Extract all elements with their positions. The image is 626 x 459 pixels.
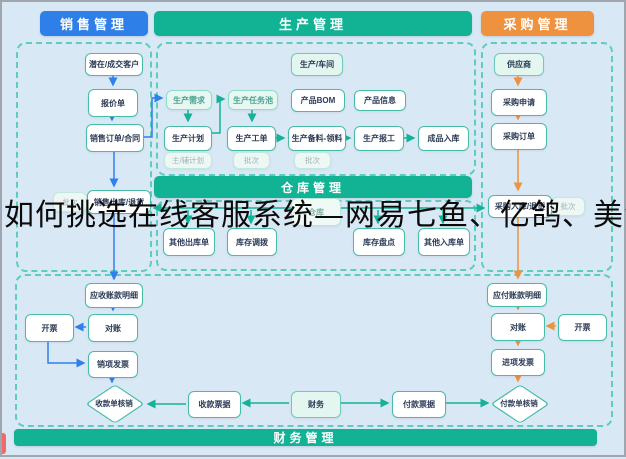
node-production-plan: 生产计划	[164, 126, 212, 151]
node-ar-invoicing: 开票	[25, 314, 74, 342]
purchase-section-container	[481, 42, 613, 272]
node-sales-batch: 批次	[53, 192, 87, 212]
production-section-header: 生产管理	[154, 11, 472, 36]
purchase-section-header: 采购管理	[481, 11, 594, 36]
sales-section-container	[16, 42, 152, 272]
node-lead-customer: 潜在/成交客户	[85, 53, 143, 76]
node-receipt-writeoff: 收款单核销	[85, 384, 145, 424]
node-purchase-inbound: 采购入库/退货	[488, 195, 552, 218]
node-workshop: 生产/车间	[291, 53, 343, 76]
node-quotation: 报价单	[88, 89, 138, 117]
node-material-picking: 生产备料-领料	[288, 126, 346, 151]
node-ar-reconciliation: 对账	[88, 314, 138, 342]
warehouse-section-header: 仓库管理	[154, 176, 472, 198]
node-sales-order: 销售订单/合同	[86, 124, 144, 152]
finance-section-container	[15, 274, 613, 427]
node-purchase-request: 采购申请	[491, 89, 547, 116]
node-purchase-order: 采购订单	[491, 123, 547, 150]
node-stock-transfer: 库存调拨	[227, 228, 277, 256]
red-edge-fragment	[2, 433, 6, 454]
node-stock-take: 库存盘点	[353, 228, 405, 256]
node-payment-note: 付款票据	[392, 391, 446, 418]
node-production-demand: 生产需求	[166, 90, 212, 110]
node-task-pool: 生产任务池	[228, 90, 278, 110]
node-work-order: 生产工单	[227, 126, 276, 151]
sales-section-header: 销售管理	[40, 11, 148, 36]
node-ap-reconciliation: 对账	[491, 313, 545, 341]
node-product-info: 产品信息	[354, 90, 406, 111]
node-warehouse: 仓库	[291, 198, 341, 226]
node-batch-a: 批次	[233, 152, 270, 169]
node-receipt-note: 收款票据	[188, 391, 241, 418]
finance-section-header: 财务管理	[14, 429, 597, 446]
node-main-aux-plan: 主/辅计划	[164, 152, 212, 169]
node-input-invoice: 进项发票	[491, 349, 545, 376]
node-production-report: 生产报工	[354, 126, 404, 151]
node-other-inbound: 其他入库单	[418, 228, 470, 256]
production-section-container	[156, 42, 476, 176]
node-output-invoice: 销项发票	[88, 351, 138, 378]
node-supplier: 供应商	[494, 53, 544, 76]
overlay-caption-text: 如何挑选在线客服系统—网易七鱼、亿鸽、美洽、智	[4, 198, 626, 233]
node-finished-goods-in: 成品入库	[418, 126, 469, 151]
node-ar-detail: 应收账款明细	[85, 283, 143, 308]
node-ap-invoicing: 开票	[558, 314, 607, 341]
node-ap-detail: 应付账款明细	[487, 283, 547, 307]
node-payment-writeoff: 付款单核销	[490, 384, 550, 424]
node-other-outbound: 其他出库单	[163, 228, 215, 256]
node-finance-hub: 财务	[291, 391, 341, 418]
node-batch-b: 批次	[294, 152, 331, 169]
node-sales-outbound: 销售出库/退货	[87, 190, 151, 214]
node-product-bom: 产品BOM	[291, 89, 345, 112]
